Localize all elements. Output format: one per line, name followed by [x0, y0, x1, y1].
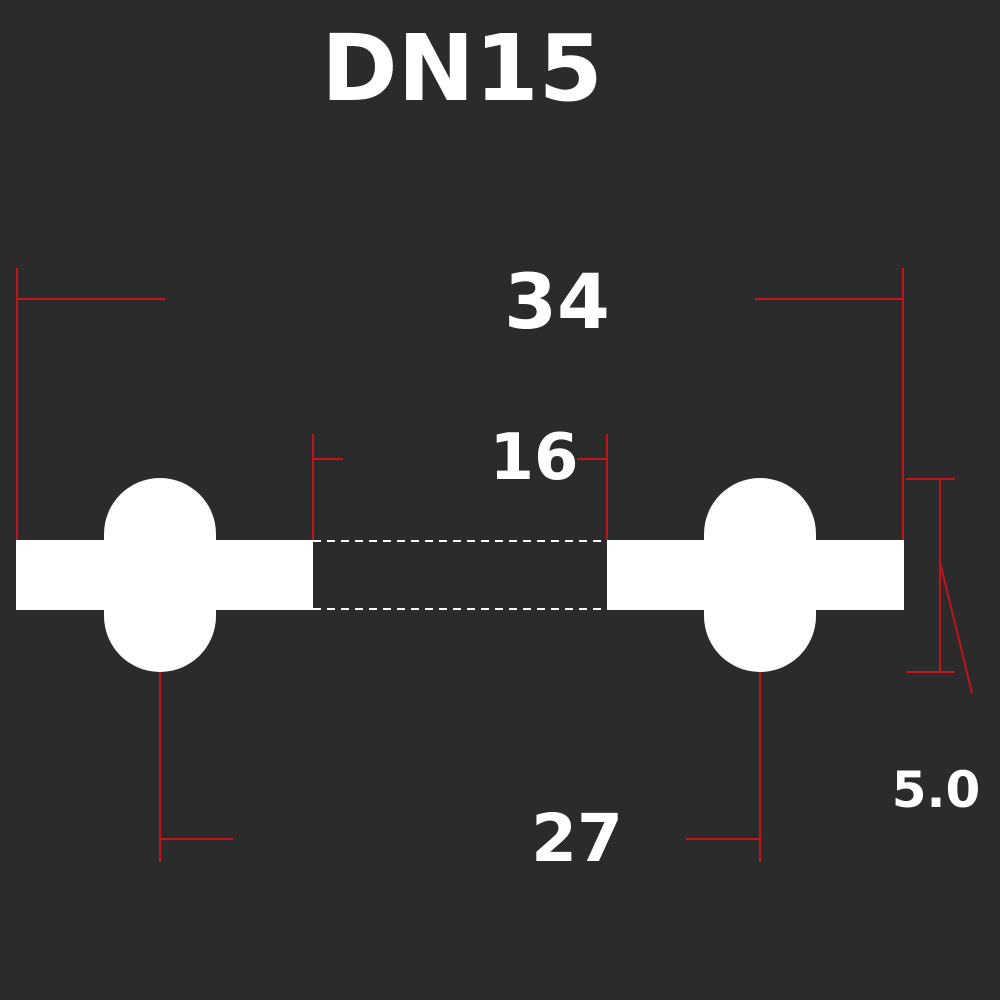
thickness-label: 5.0 [892, 761, 981, 819]
thickness-dimension: 5.0 [892, 478, 981, 819]
diagram-title: DN15 [321, 15, 602, 122]
inner-diameter-label: 16 [489, 421, 578, 495]
gasket-profile [16, 478, 904, 672]
bead-diameter-dimension: 27 [159, 672, 761, 877]
outer-diameter-dimension: 34 [16, 257, 904, 540]
thickness-leader-line [939, 561, 973, 694]
inner-diameter-dimension: 16 [312, 421, 608, 540]
gasket-left-bead [104, 478, 216, 672]
gasket-right-bead [704, 478, 816, 672]
bead-diameter-label: 27 [531, 800, 623, 877]
outer-diameter-label: 34 [504, 257, 610, 346]
